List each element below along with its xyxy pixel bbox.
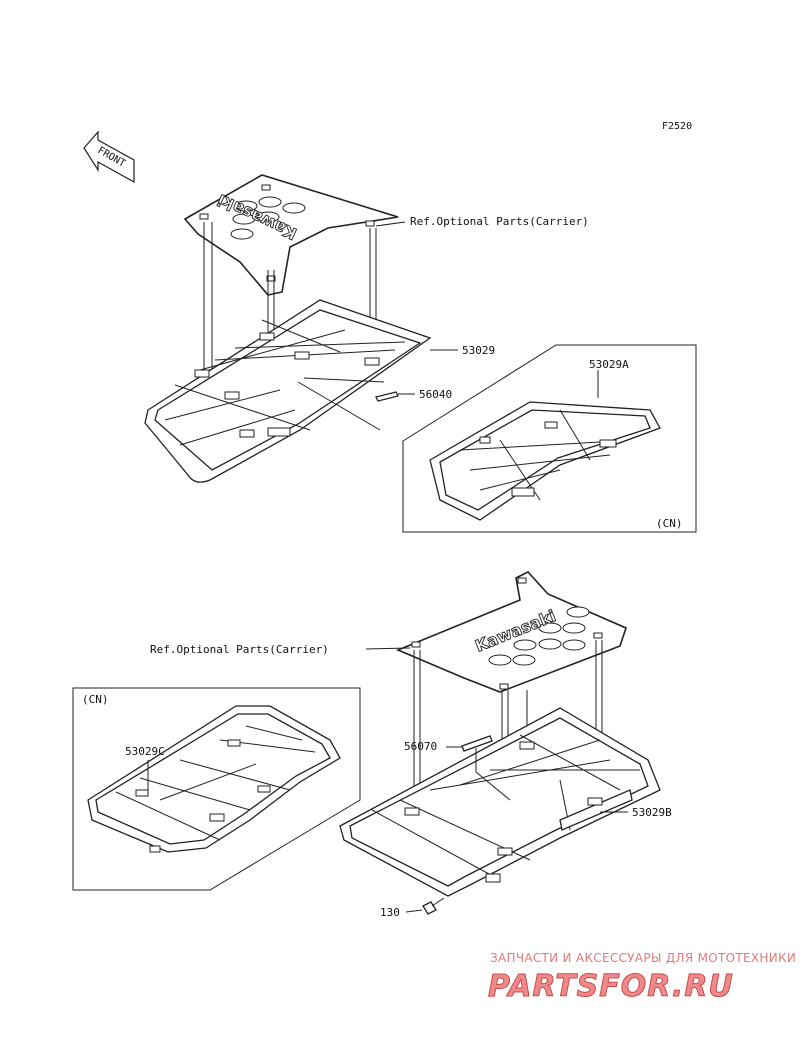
- inset-cn-bottom: (CN): [82, 693, 109, 706]
- inset-53029C: 53029C (CN): [72, 687, 361, 891]
- bolt-130-icon: [405, 897, 445, 915]
- callout-bottom-ref: Ref.Optional Parts(Carrier): [150, 643, 329, 656]
- inset-cn-top: (CN): [656, 517, 683, 530]
- bottom-rack-frame: [339, 707, 661, 897]
- callout-130: 130: [380, 906, 400, 919]
- inset-53029A: 53029A (CN): [402, 344, 697, 533]
- watermark: ЗАПЧАСТИ И АКСЕССУАРЫ ДЛЯ МОТОТЕХНИКИ PA…: [488, 951, 796, 1005]
- part-56070: [461, 735, 511, 801]
- callout-53029B: 53029B: [632, 806, 672, 819]
- callout-53029A: 53029A: [589, 358, 629, 371]
- part-56040: [297, 377, 399, 431]
- figure-code: F2520: [662, 121, 692, 132]
- callout-53029: 53029: [462, 344, 495, 357]
- callout-56070: 56070: [404, 740, 437, 753]
- front-arrow-icon: FRONT: [83, 130, 135, 184]
- bottom-carrier-plate: Kawasaki: [395, 571, 627, 693]
- watermark-site: PARTSFOR.RU: [488, 969, 734, 1004]
- top-rack-frame: [144, 299, 432, 483]
- callout-top-ref: Ref.Optional Parts(Carrier): [410, 215, 589, 228]
- top-carrier-plate: Kawasaki: [183, 174, 399, 296]
- watermark-tagline: ЗАПЧАСТИ И АКСЕССУАРЫ ДЛЯ МОТОТЕХНИКИ: [490, 951, 796, 965]
- callout-53029C: 53029C: [125, 745, 165, 758]
- callout-56040: 56040: [419, 388, 452, 401]
